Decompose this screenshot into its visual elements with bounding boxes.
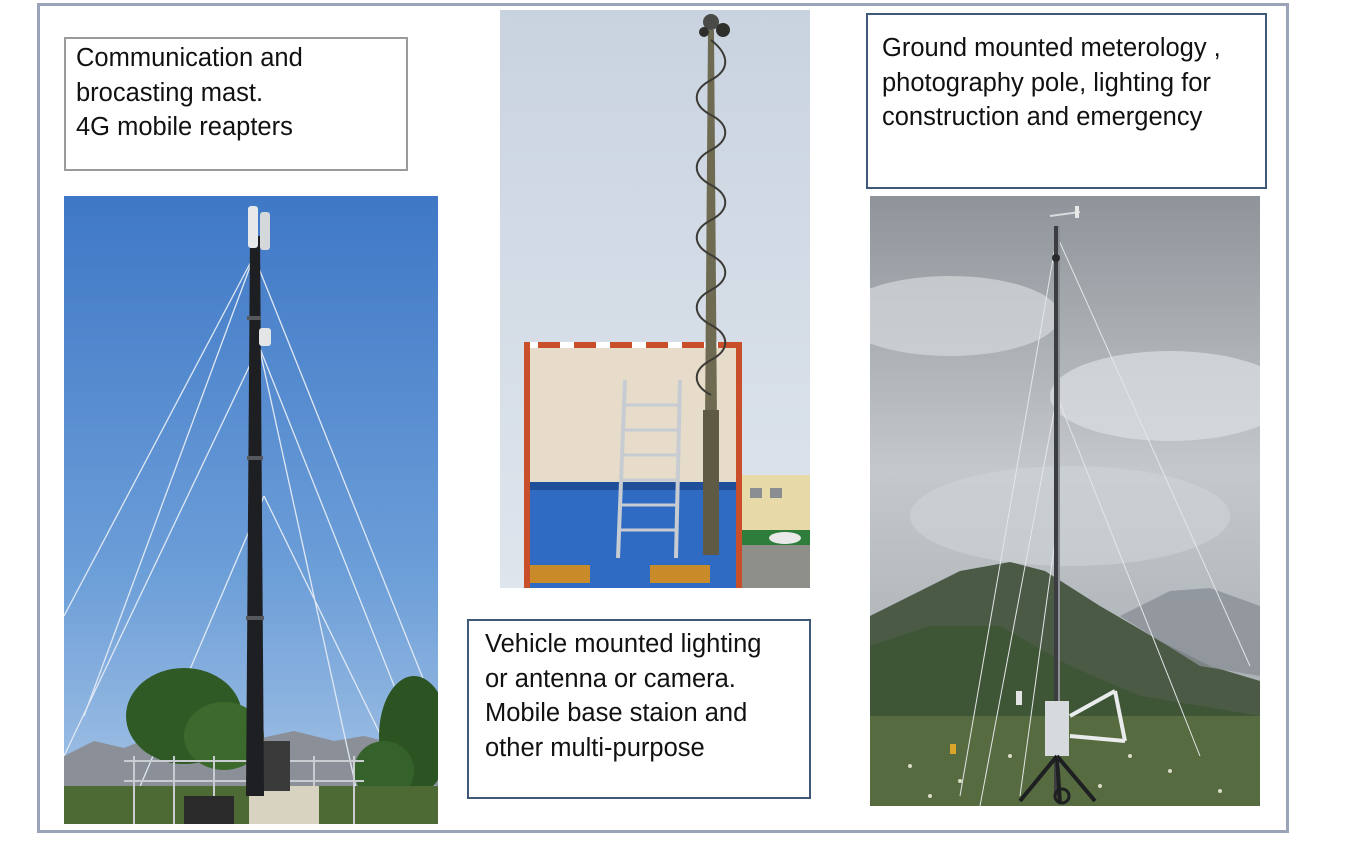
vehicle-mast-illustration (500, 10, 810, 588)
caption-line: construction and emergency (882, 103, 1203, 131)
caption-line: or antenna or camera. (485, 664, 736, 693)
caption-line: Ground mounted meterology , (882, 34, 1221, 62)
caption-ground-mounted: Ground mounted meterology , photography … (866, 13, 1267, 189)
caption-line: brocasting mast. (76, 78, 264, 107)
photo-meteorology-pole (870, 196, 1260, 806)
caption-line: Mobile base staion and (485, 699, 748, 727)
caption-line: Vehicle mounted lighting (485, 630, 762, 658)
caption-line: Communication and (76, 44, 303, 72)
photo-vehicle-mast (500, 10, 810, 588)
caption-vehicle-mounted: Vehicle mounted lighting or antenna or c… (467, 619, 811, 799)
slide-frame (37, 3, 1289, 833)
caption-communication-mast: Communication and brocasting mast. 4G mo… (64, 37, 408, 171)
caption-line: 4G mobile reapters (76, 113, 293, 141)
meteorology-pole-illustration (870, 196, 1260, 806)
caption-line: other multi-purpose (485, 733, 705, 762)
photo-communication-mast (64, 196, 438, 824)
caption-line: photography pole, lighting for (882, 68, 1211, 97)
mast-illustration (64, 196, 438, 824)
